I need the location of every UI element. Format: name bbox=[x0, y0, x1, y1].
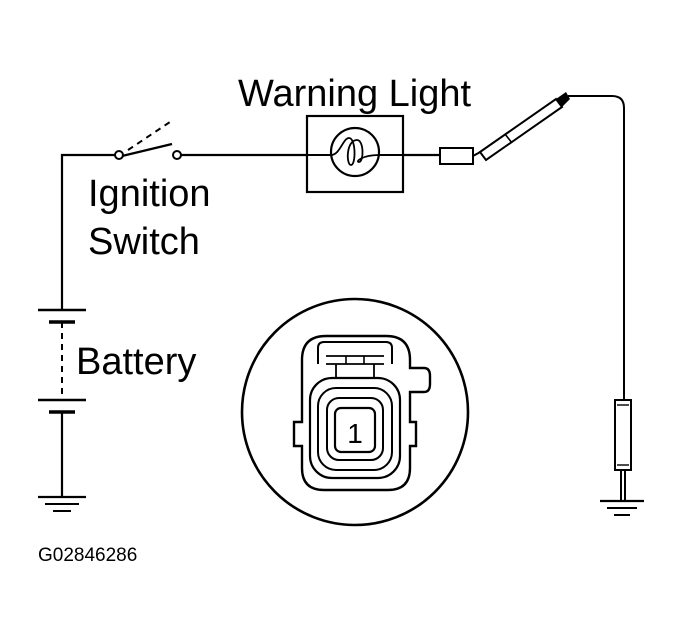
left-ground-icon bbox=[38, 495, 86, 512]
ignition-switch-label-line2: Switch bbox=[88, 221, 200, 263]
left-wire bbox=[60, 153, 116, 310]
ignition-switch-symbol bbox=[114, 121, 182, 160]
ignition-switch-label-line1: Ignition bbox=[88, 173, 211, 215]
probe-lead bbox=[439, 92, 625, 400]
figure-id-label: G02846286 bbox=[38, 545, 137, 566]
right-ground-icon bbox=[600, 499, 644, 516]
battery-label: Battery bbox=[76, 341, 196, 383]
warning-light-symbol bbox=[305, 114, 405, 194]
connector-pin-label: 1 bbox=[347, 418, 363, 449]
battery-symbol bbox=[38, 308, 86, 497]
ground-probe bbox=[614, 399, 632, 500]
connector-illustration: 1 bbox=[240, 297, 470, 527]
warning-light-label: Warning Light bbox=[238, 73, 471, 115]
